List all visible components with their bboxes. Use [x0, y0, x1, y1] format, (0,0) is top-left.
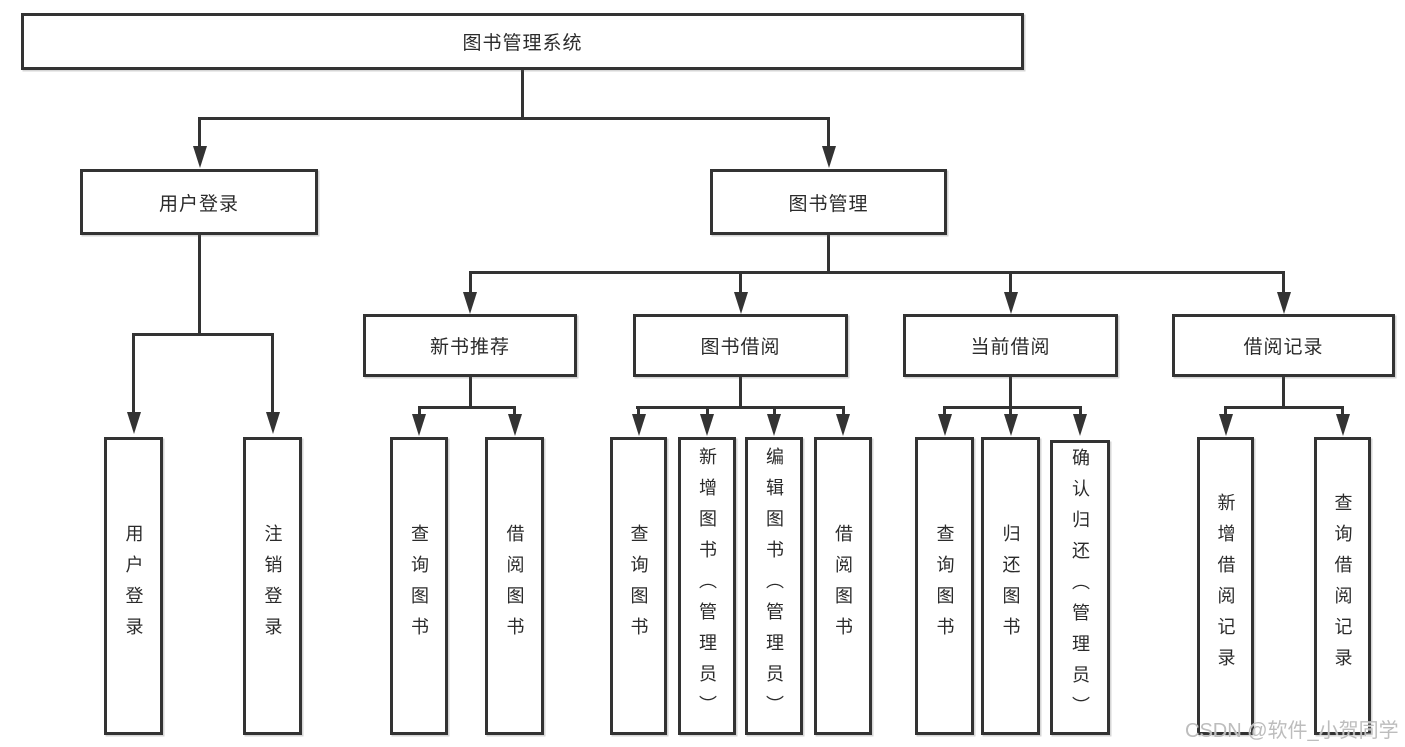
arrow-down-icon: [463, 292, 477, 314]
leaf-return-books: 归还图书: [981, 437, 1040, 735]
leaf-user-login: 用户登录: [104, 437, 163, 735]
connector-drop-leaf: [943, 406, 946, 418]
arrow-down-icon: [632, 414, 646, 436]
arrow-down-icon: [412, 414, 426, 436]
node-label: 查询图书: [409, 524, 429, 648]
node-label: 归还图书: [1000, 524, 1021, 648]
node-label: 新增图书（管理员）: [697, 446, 717, 726]
connector-level3-bar: [469, 271, 1285, 274]
leaf-edit-books-admin: 编辑图书（管理员）: [745, 437, 803, 735]
node-label: 图书管理系统: [462, 33, 583, 54]
connector-drop-records: [1282, 271, 1285, 293]
arrow-down-icon: [767, 414, 781, 436]
leaf-logout: 注销登录: [243, 437, 302, 735]
node-label: 借阅图书: [833, 524, 853, 648]
leaf-query-borrow-record: 查询借阅记录: [1314, 437, 1371, 735]
node-new-book-recommend: 新书推荐: [363, 314, 577, 377]
node-book-borrowing: 图书借阅: [633, 314, 848, 377]
connector-drop-book-management: [827, 117, 830, 148]
connector-drop-leaf: [271, 333, 274, 413]
arrow-down-icon: [1219, 414, 1233, 436]
connector-recommend-stem: [469, 377, 472, 408]
node-user-login: 用户登录: [80, 169, 318, 235]
arrow-down-icon: [1004, 292, 1018, 314]
connector-login-stem: [198, 235, 201, 335]
connector-login-bar: [132, 333, 274, 336]
arrow-down-icon: [1336, 414, 1350, 436]
arrow-down-icon: [700, 414, 714, 436]
node-library-management-system: 图书管理系统: [21, 13, 1024, 70]
arrow-down-icon: [938, 414, 952, 436]
connector-drop-leaf: [513, 406, 516, 418]
arrow-down-icon: [193, 146, 207, 168]
connector-drop-recommend: [469, 271, 472, 293]
node-label: 查询借阅记录: [1332, 493, 1353, 679]
node-label: 用户登录: [123, 524, 144, 648]
node-label: 查询图书: [934, 524, 955, 648]
node-label: 借阅图书: [504, 524, 525, 648]
node-current-borrowing: 当前借阅: [903, 314, 1118, 377]
leaf-borrow-books: 借阅图书: [814, 437, 872, 735]
connector-root-stem: [521, 70, 524, 119]
connector-records-bar: [1224, 406, 1344, 409]
connector-drop-leaf: [1341, 406, 1344, 418]
node-label: 借阅记录: [1243, 337, 1324, 358]
arrow-down-icon: [822, 146, 836, 168]
leaf-confirm-return-admin: 确认归还（管理员）: [1050, 440, 1110, 735]
connector-level2-bar: [198, 117, 830, 120]
arrow-down-icon: [836, 414, 850, 436]
connector-drop-leaf: [706, 406, 709, 418]
connector-records-stem: [1282, 377, 1285, 408]
node-label: 用户登录: [158, 193, 239, 215]
csdn-watermark: CSDN @软件_小贺同学: [1185, 720, 1399, 742]
node-label: 编辑图书（管理员）: [764, 446, 784, 726]
node-label: 新增借阅记录: [1215, 493, 1236, 679]
connector-drop-leaf: [637, 406, 640, 418]
node-label: 图书管理: [788, 193, 869, 215]
leaf-add-books-admin: 新增图书（管理员）: [678, 437, 736, 735]
connector-drop-leaf: [773, 406, 776, 418]
arrow-down-icon: [1277, 292, 1291, 314]
connector-manage-stem: [827, 235, 830, 273]
connector-drop-leaf: [1079, 406, 1082, 418]
node-label: 注销登录: [262, 524, 283, 648]
arrow-down-icon: [1004, 414, 1018, 436]
connector-drop-leaf: [842, 406, 845, 418]
arrow-down-icon: [266, 412, 280, 434]
connector-drop-current: [1009, 271, 1012, 293]
leaf-borrow-books-recommend: 借阅图书: [485, 437, 544, 735]
connector-borrow-stem: [739, 377, 742, 408]
connector-current-bar: [943, 406, 1082, 409]
connector-drop-leaf: [1224, 406, 1227, 418]
arrow-down-icon: [508, 414, 522, 436]
connector-borrow-bar: [636, 406, 845, 409]
leaf-query-books-recommend: 查询图书: [390, 437, 448, 735]
connector-drop-leaf: [418, 406, 421, 418]
connector-drop-borrow: [739, 271, 742, 293]
node-label: 当前借阅: [970, 337, 1051, 358]
node-label: 新书推荐: [429, 337, 510, 358]
arrow-down-icon: [127, 412, 141, 434]
leaf-add-borrow-record: 新增借阅记录: [1197, 437, 1254, 735]
node-label: 确认归还（管理员）: [1070, 448, 1090, 727]
node-label: 图书借阅: [700, 337, 781, 358]
leaf-query-books-borrow: 查询图书: [610, 437, 667, 735]
arrow-down-icon: [1073, 414, 1087, 436]
leaf-query-books-current: 查询图书: [915, 437, 974, 735]
connector-drop-leaf: [132, 333, 135, 413]
connector-drop-user-login: [198, 117, 201, 148]
arrow-down-icon: [734, 292, 748, 314]
node-label: 查询图书: [628, 524, 649, 648]
connector-drop-leaf: [1009, 406, 1012, 418]
node-borrowing-records: 借阅记录: [1172, 314, 1395, 377]
node-book-management: 图书管理: [710, 169, 947, 235]
connector-recommend-bar: [418, 406, 516, 409]
connector-current-stem: [1009, 377, 1012, 408]
